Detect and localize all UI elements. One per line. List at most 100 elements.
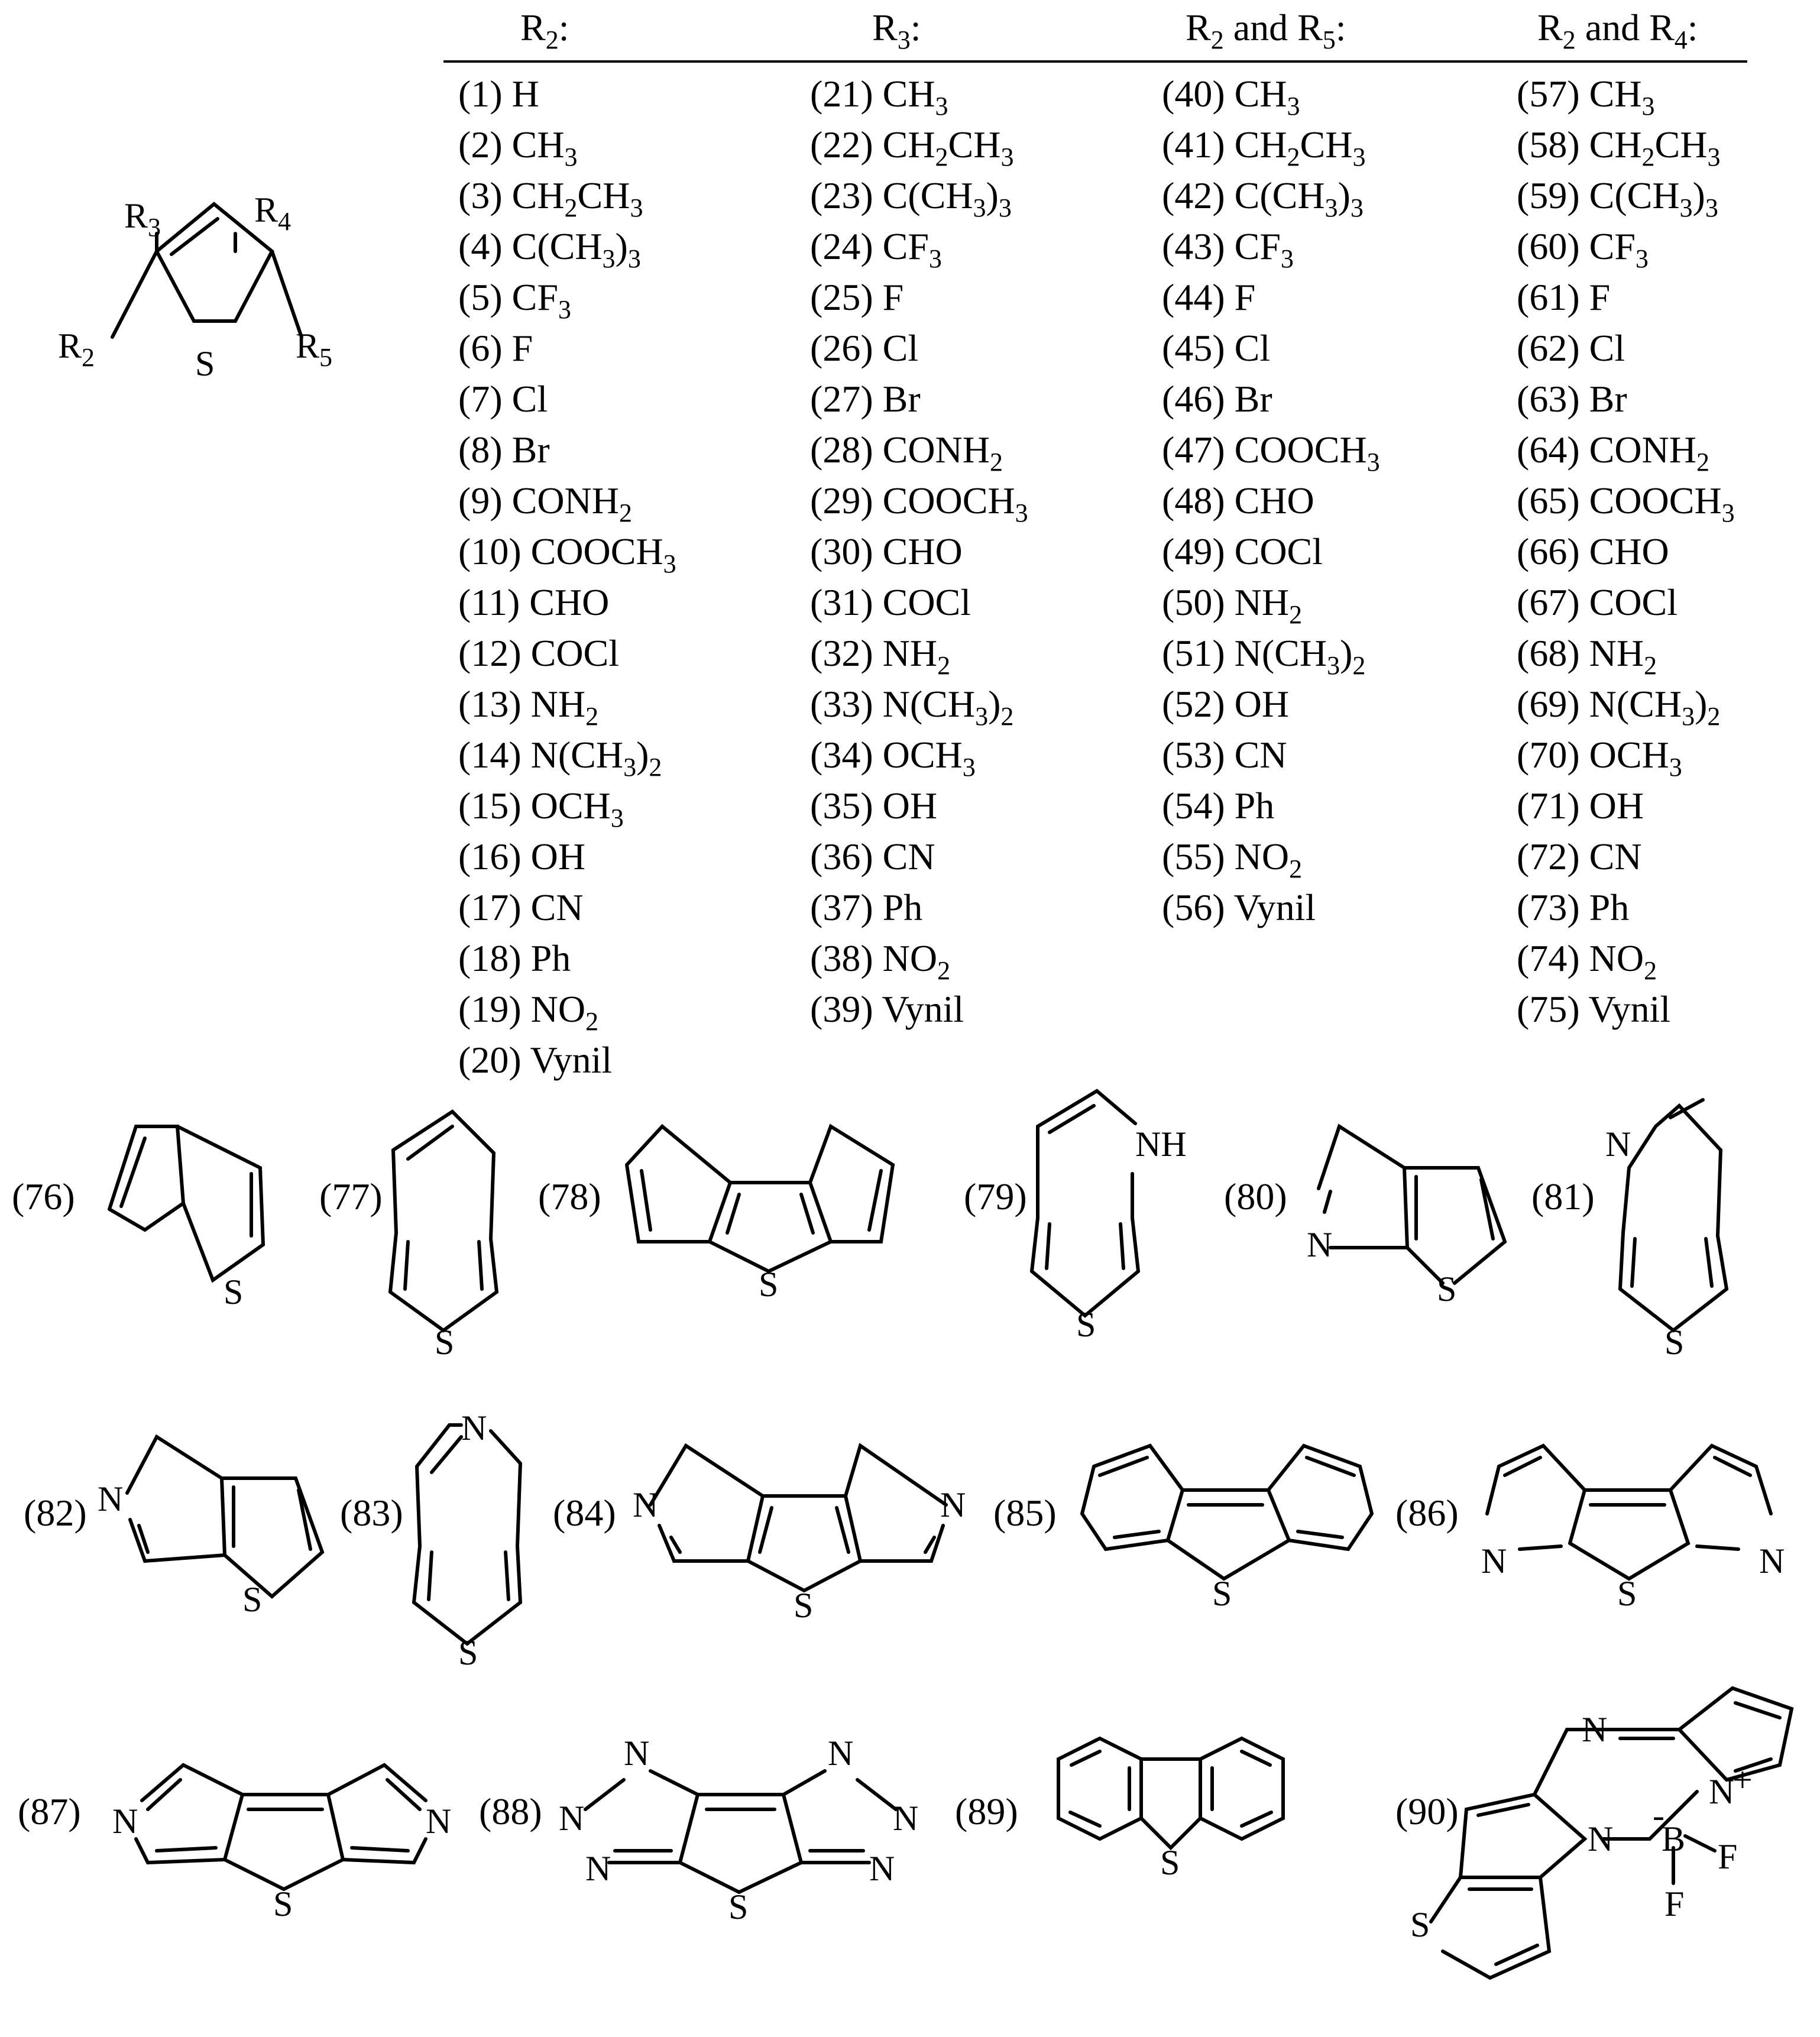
compound-label: (82)	[24, 1492, 87, 1534]
substituent-entry: (20) Vynil	[458, 1039, 612, 1081]
double-bond	[386, 1778, 422, 1811]
compound-number: (43)	[1162, 225, 1235, 267]
double-bond	[1240, 1750, 1272, 1767]
compound-number: (18)	[458, 937, 531, 979]
substituent-formula: OH	[1235, 683, 1289, 725]
substituent-entry: (3) CH2CH3	[458, 174, 643, 222]
substituent-entry: (47) COOCH3	[1162, 429, 1380, 477]
ring-bonds	[1181, 1443, 1374, 1552]
double-bond	[1630, 1237, 1637, 1288]
substituent-formula: NO2	[531, 988, 598, 1036]
substituent-formula: CF3	[1589, 225, 1649, 273]
sulfur-atom: S	[728, 1887, 748, 1926]
header-r2: R2:	[520, 7, 569, 54]
substituent-entry: (58) CH2CH3	[1517, 124, 1720, 171]
substituent-entry: (26) Cl	[810, 327, 918, 369]
nitrogen-atom-right: N	[426, 1802, 451, 1841]
ring-bonds	[678, 1861, 803, 1894]
substituent-entry: (19) NO2	[458, 988, 598, 1036]
substituent-entry: (52) OH	[1162, 683, 1289, 725]
ring-bonds	[223, 1858, 345, 1892]
substituent-entry: (50) NH2	[1162, 581, 1302, 629]
nitrogen-atom: N	[1605, 1125, 1631, 1164]
ring-bonds	[1029, 1172, 1141, 1318]
sulfur-atom: S	[1617, 1574, 1637, 1613]
substituent-formula: CH3	[1589, 73, 1655, 121]
double-bond	[758, 1506, 773, 1554]
compound-number: (20)	[458, 1039, 530, 1081]
ring-bonds	[220, 1476, 325, 1599]
substituent-formula: OH	[1589, 785, 1644, 827]
compound-number: (73)	[1517, 886, 1589, 928]
substituent-entry: (36) CN	[810, 835, 935, 877]
double-bond	[1695, 1544, 1740, 1551]
ring-bonds	[1166, 1539, 1291, 1581]
header-r3: R3:	[872, 7, 921, 54]
structure-85: (85) S	[993, 1443, 1374, 1613]
compound-number: (32)	[810, 632, 883, 674]
nitrogen-atom-left: N	[633, 1485, 658, 1524]
substituent-formula: OCH3	[531, 785, 624, 833]
substituent-entry: (53) CN	[1162, 734, 1287, 776]
nitrogen-atom: N	[1307, 1225, 1332, 1264]
bond-b-f	[1683, 1834, 1717, 1853]
nitrogen-atom-bridge: N	[1582, 1710, 1607, 1749]
substituent-formula: CF3	[1235, 225, 1294, 273]
compound-number: (27)	[810, 378, 883, 420]
substituent-formula: Br	[883, 378, 921, 420]
substituent-formula: CN	[1235, 734, 1287, 776]
substituent-entry: (51) N(CH3)2	[1162, 632, 1365, 680]
compound-number: (16)	[458, 835, 531, 877]
compound-number: (46)	[1162, 378, 1235, 420]
substituent-formula: Ph	[1589, 886, 1630, 928]
ring-bonds	[1621, 1103, 1723, 1238]
ring-bonds	[388, 1231, 499, 1333]
substituent-formula: F	[1589, 276, 1611, 318]
structure-80: (80) N S	[1224, 1123, 1507, 1309]
substituent-formula: COOCH3	[1589, 480, 1735, 527]
compound-number: (59)	[1517, 174, 1589, 216]
compound-number: (36)	[810, 835, 883, 877]
substituent-formula: COOCH3	[531, 530, 676, 578]
double-bond	[1048, 1104, 1096, 1134]
substituent-formula: NO2	[883, 937, 950, 985]
substituent-entry: (1) H	[458, 73, 539, 115]
substituent-formula: N(CH3)2	[883, 683, 1014, 731]
substituent-entry: (33) N(CH3)2	[810, 683, 1013, 731]
substituent-entry: (69) N(CH3)2	[1517, 683, 1720, 731]
ring-bonds	[1403, 1166, 1507, 1285]
structure-76: (76) S	[12, 1125, 265, 1311]
substituent-formula: COCl	[531, 632, 619, 674]
substituent-entry: (22) CH2CH3	[810, 124, 1013, 171]
substituent-formula: C(CH3)3	[1589, 174, 1718, 222]
sulfur-atom: S	[242, 1580, 262, 1619]
structure-89: (89) S	[955, 1736, 1285, 1882]
compound-number: (40)	[1162, 73, 1235, 115]
substituent-entry: (10) COOCH3	[458, 530, 676, 578]
nitrogen-atom-3: N	[585, 1849, 611, 1888]
sulfur-atom: S	[1437, 1270, 1456, 1309]
substituent-formula: NH2	[883, 632, 950, 680]
double-bond	[297, 1488, 312, 1551]
substituent-formula: CH2CH3	[1589, 124, 1721, 171]
scaffold-double-bond	[170, 217, 219, 256]
ring-bonds	[696, 1769, 827, 1796]
ring-bonds	[1601, 1790, 1699, 1841]
substituent-formula: COCl	[1235, 530, 1323, 572]
ring-bonds	[1533, 1728, 1681, 1796]
compound-number: (7)	[458, 378, 512, 420]
substituent-entry: (44) F	[1162, 276, 1255, 318]
table-headers: R2: R3: R2 and R5: R2 and R4:	[443, 7, 1747, 63]
compound-label: (86)	[1395, 1492, 1459, 1534]
nitrogen-atom-left: N	[112, 1802, 138, 1841]
compound-label: (78)	[538, 1175, 601, 1217]
nitrogen-atom-4: N	[828, 1734, 853, 1773]
nitrogen-atom-right: N	[1759, 1541, 1785, 1581]
substituent-entry: (46) Br	[1162, 378, 1272, 420]
double-bond	[835, 1506, 850, 1554]
substituent-formula: Ph	[531, 937, 571, 979]
substituent-entry: (35) OH	[810, 785, 937, 827]
scaffold-r2: R2	[58, 326, 95, 372]
structure-78: (78) S	[538, 1123, 895, 1304]
scaffold-sulfur: S	[195, 344, 215, 383]
